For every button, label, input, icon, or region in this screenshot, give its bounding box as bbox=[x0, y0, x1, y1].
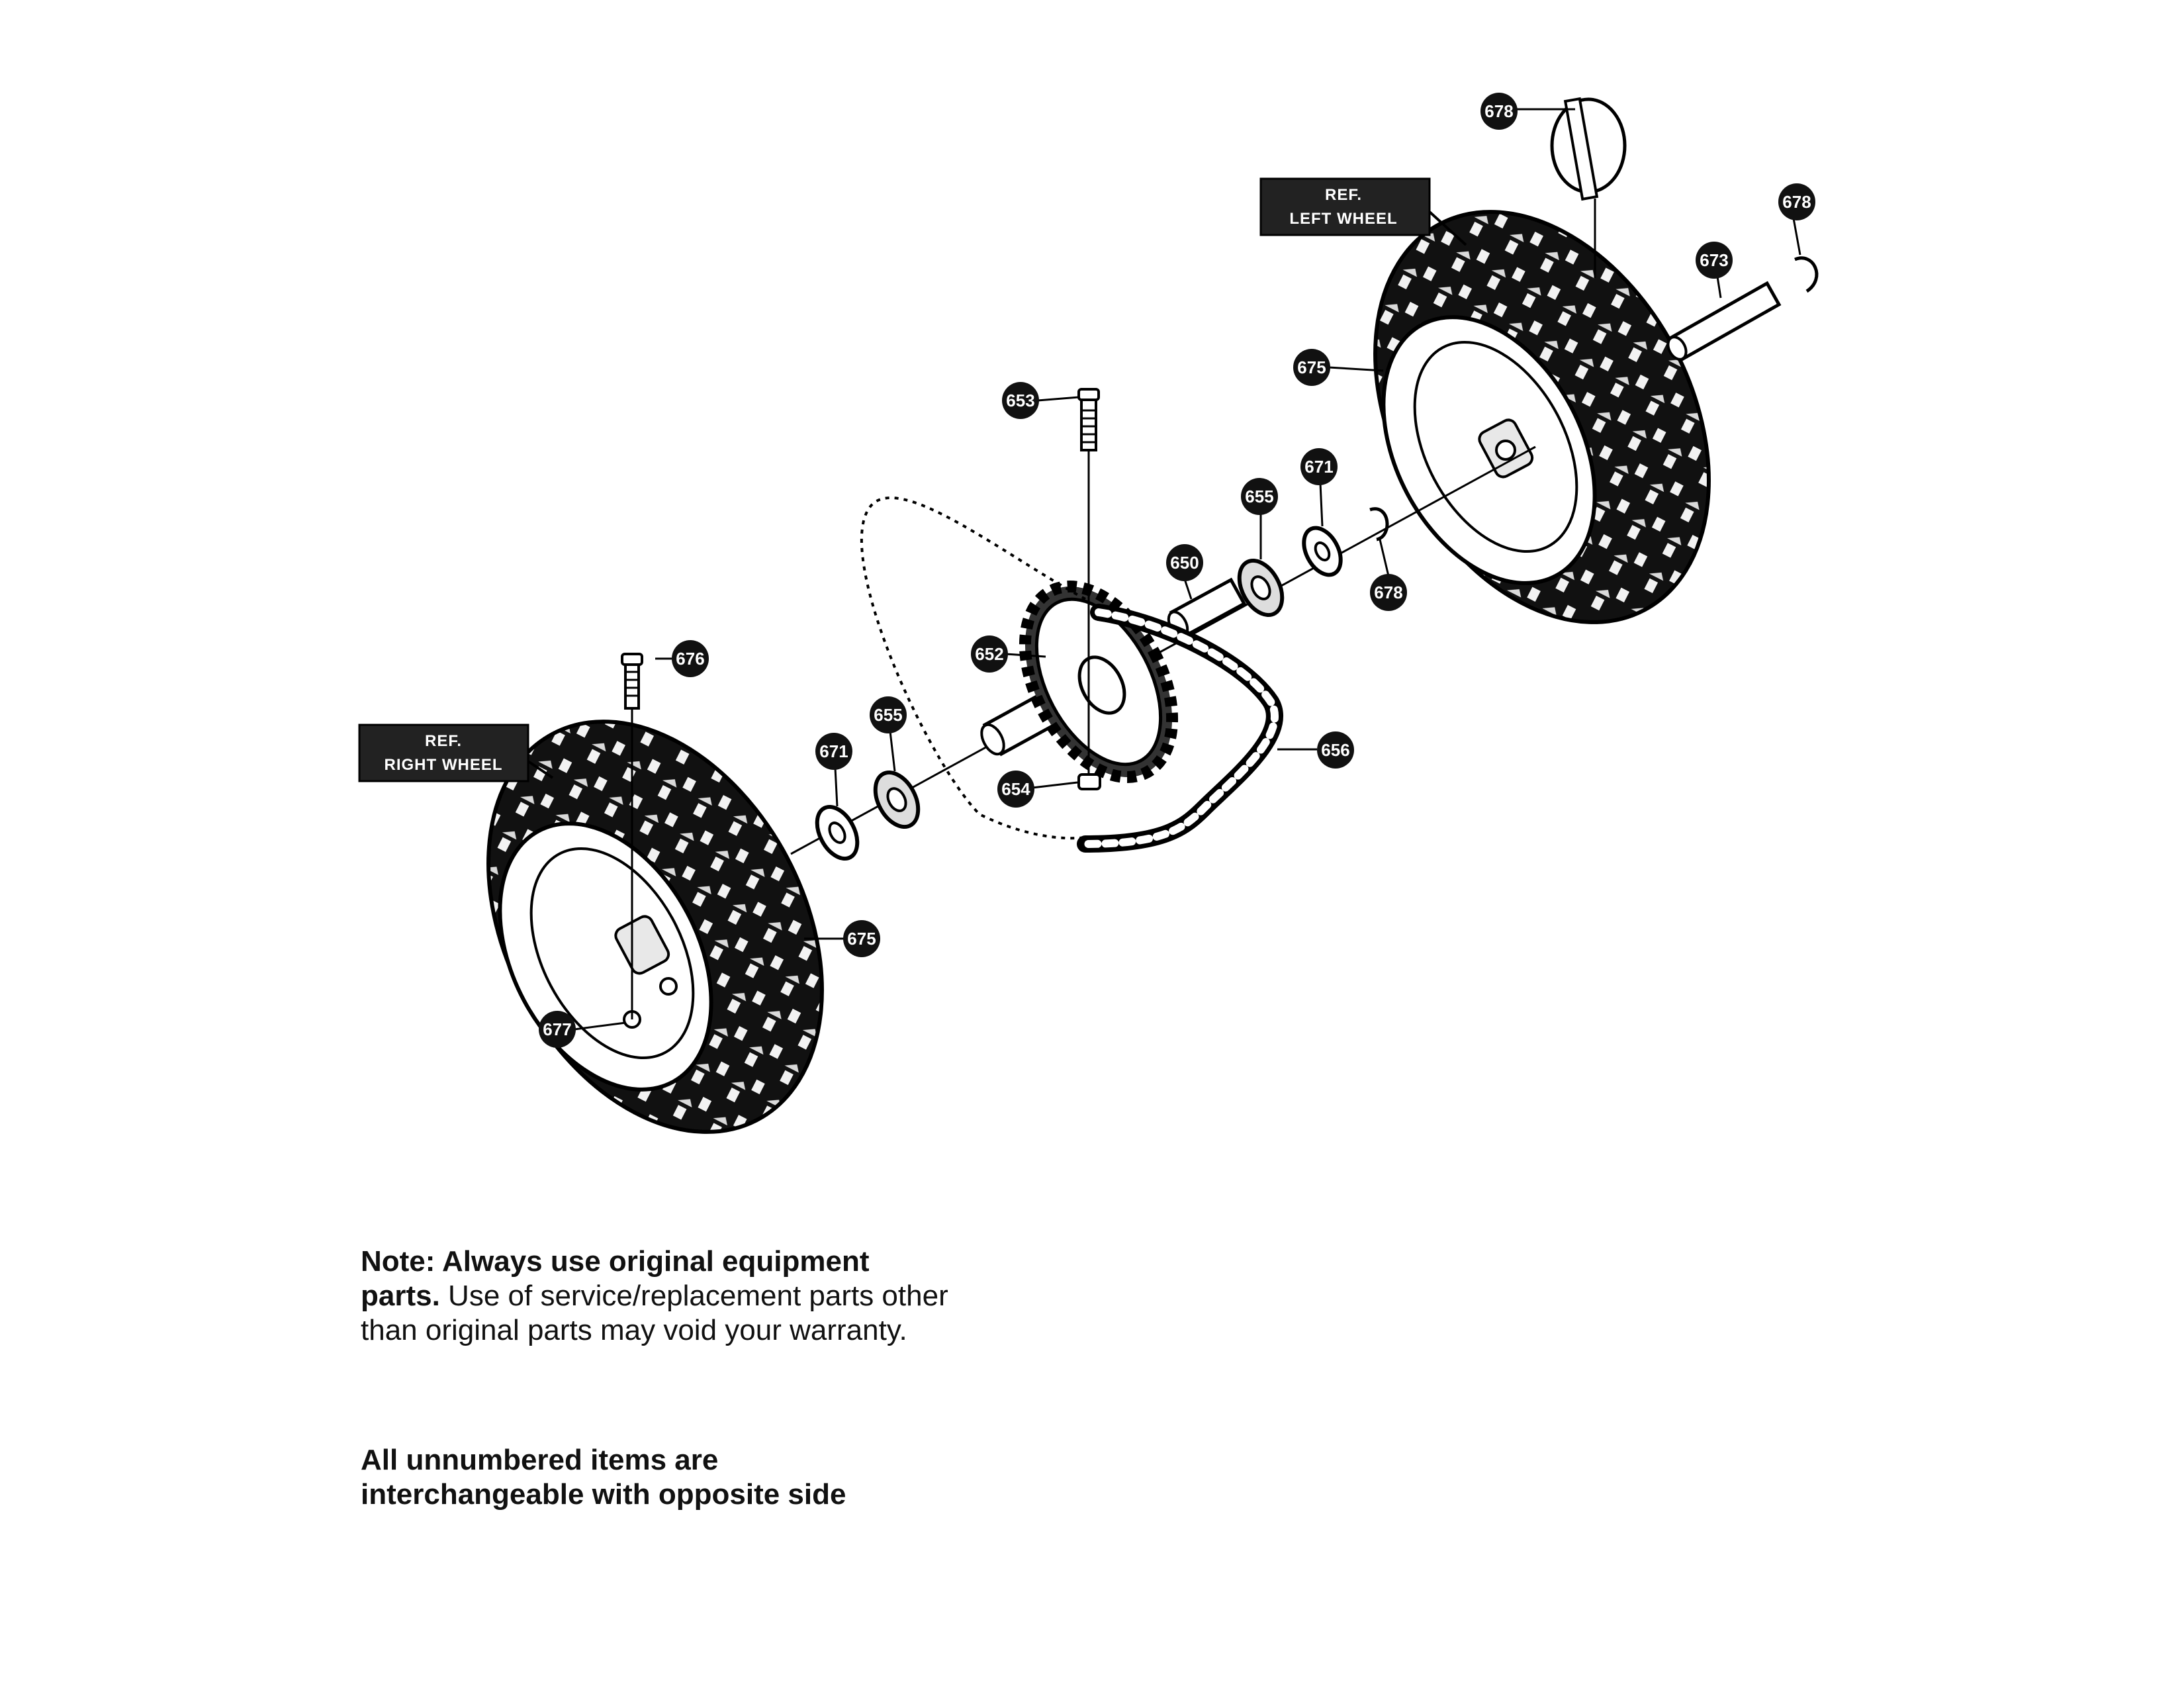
chain-dotted-path bbox=[860, 496, 1086, 840]
drive-chain bbox=[860, 496, 1283, 853]
callout-656: 656 bbox=[1277, 731, 1354, 769]
bolt-653 bbox=[1077, 388, 1100, 774]
callout-label: 655 bbox=[874, 705, 902, 725]
ref-right-line2: RIGHT WHEEL bbox=[385, 756, 503, 774]
left-wheel-rim-inner bbox=[1413, 341, 1578, 553]
callout-675-right: 675 bbox=[804, 920, 880, 957]
sprocket bbox=[1019, 581, 1179, 783]
callout-label: 675 bbox=[847, 929, 876, 949]
right-wheel-hub-hole bbox=[659, 977, 678, 996]
part-callouts: 678 678 673 675 653 671 bbox=[539, 93, 1815, 1048]
bolt-676 bbox=[621, 653, 643, 1019]
note-heading: Note: Always use original equipment part… bbox=[361, 1245, 870, 1312]
axle-centerline bbox=[790, 445, 1536, 855]
note-unnumbered-items: All unnumbered items are interchangeable… bbox=[361, 1444, 846, 1511]
callout-label: 653 bbox=[1006, 391, 1034, 410]
bearing-655-left bbox=[1237, 558, 1285, 618]
callout-label: 678 bbox=[1374, 583, 1402, 602]
left-wheel bbox=[1373, 210, 1711, 624]
washer-671-left bbox=[1302, 526, 1343, 577]
callout-653: 653 bbox=[1002, 382, 1079, 419]
callout-label: 671 bbox=[819, 741, 848, 761]
callout-label: 654 bbox=[1001, 779, 1030, 799]
callout-671-right: 671 bbox=[815, 733, 852, 807]
bearing-655-right bbox=[873, 770, 921, 829]
callout-label: 650 bbox=[1170, 553, 1199, 573]
right-wheel-rim-inner bbox=[529, 847, 695, 1059]
callout-677: 677 bbox=[539, 1011, 626, 1048]
nut-654 bbox=[1077, 773, 1101, 790]
clip-678-axle bbox=[1369, 507, 1389, 541]
callout-678-clip: 678 bbox=[1778, 183, 1815, 256]
callout-label: 678 bbox=[1782, 192, 1811, 212]
right-wheel-hub bbox=[614, 915, 670, 975]
callout-label: 678 bbox=[1484, 101, 1513, 121]
callout-label: 656 bbox=[1321, 740, 1349, 760]
callout-654: 654 bbox=[997, 771, 1078, 808]
left-wheel-hub-hole bbox=[1495, 440, 1516, 461]
clip-678-pin bbox=[1794, 256, 1819, 293]
note-original-parts: Note: Always use original equipment part… bbox=[361, 1244, 956, 1348]
ref-left-wheel-label: REF. LEFT WHEEL bbox=[1259, 177, 1467, 246]
ref-left-line2: LEFT WHEEL bbox=[1289, 210, 1397, 228]
callout-label: 655 bbox=[1245, 487, 1273, 506]
callout-671-left: 671 bbox=[1300, 448, 1338, 527]
ref-right-wheel-label: REF. RIGHT WHEEL bbox=[358, 724, 554, 782]
callout-label: 676 bbox=[676, 649, 704, 669]
callout-673: 673 bbox=[1696, 242, 1733, 299]
callout-655-right: 655 bbox=[870, 696, 907, 772]
callout-label: 652 bbox=[975, 644, 1003, 664]
ref-left-line1: REF. bbox=[1325, 186, 1362, 204]
pin-673 bbox=[1666, 281, 1782, 361]
callout-label: 675 bbox=[1297, 357, 1326, 377]
callout-678-lynch-pin: 678 bbox=[1480, 93, 1575, 130]
callout-652: 652 bbox=[971, 635, 1046, 673]
callout-label: 677 bbox=[543, 1019, 571, 1039]
callout-650: 650 bbox=[1166, 544, 1203, 600]
ref-right-line1: REF. bbox=[425, 732, 462, 750]
callout-675-left: 675 bbox=[1293, 349, 1384, 386]
callout-label: 671 bbox=[1304, 457, 1333, 477]
lynch-pin-678 bbox=[1550, 97, 1627, 278]
callout-label: 673 bbox=[1700, 250, 1728, 270]
callout-676: 676 bbox=[655, 640, 709, 677]
callout-678-axle: 678 bbox=[1370, 539, 1407, 611]
washer-671-right bbox=[815, 804, 860, 861]
note-body: Use of service/replacement parts other t… bbox=[361, 1280, 948, 1346]
callout-655-left: 655 bbox=[1241, 478, 1278, 559]
